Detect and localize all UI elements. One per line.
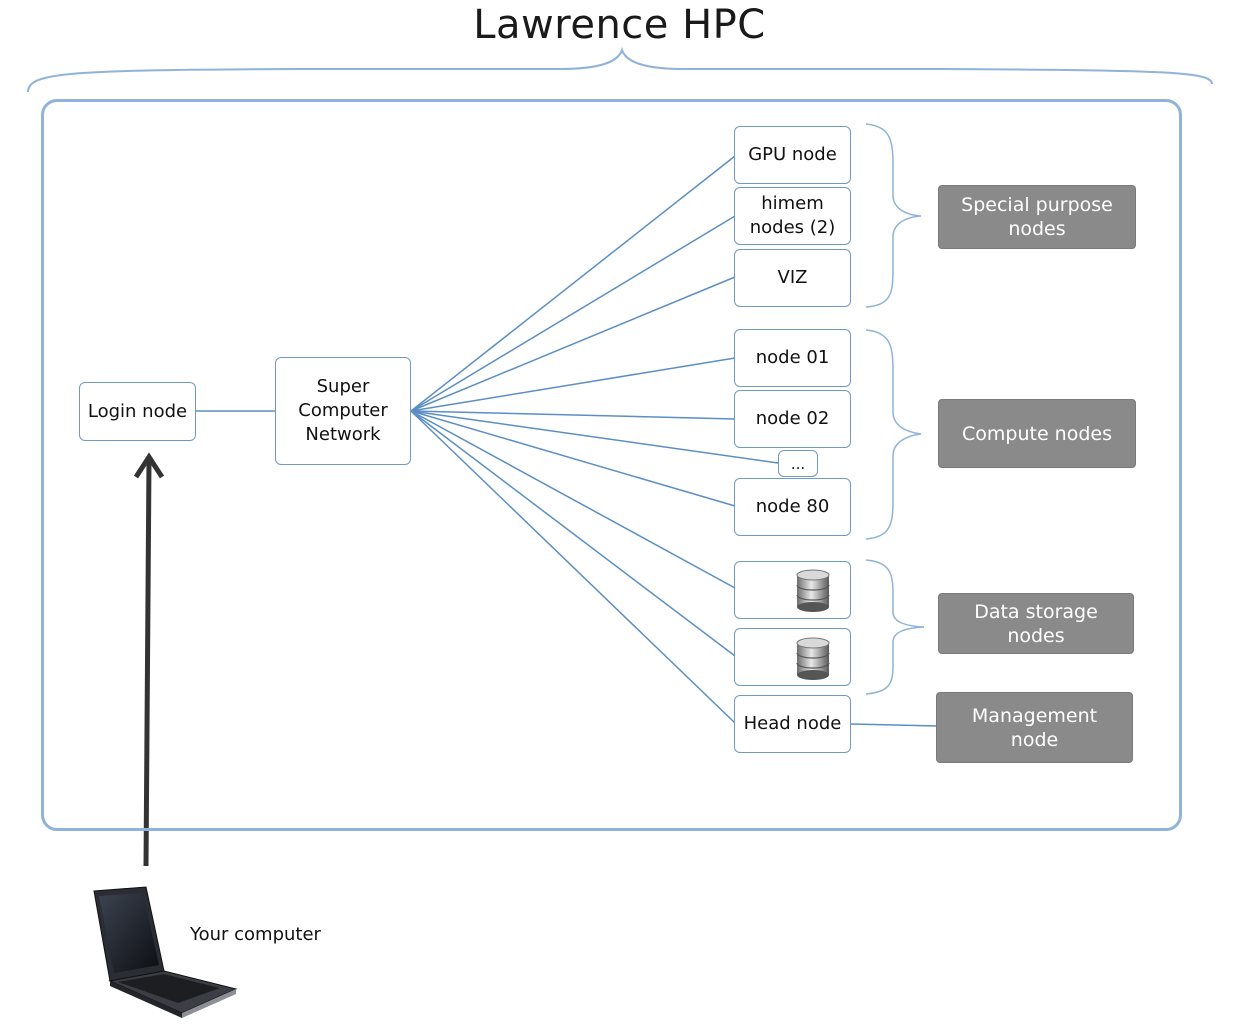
super-computer-network: Super Computer Network [275, 357, 411, 465]
your-computer-label: Your computer [190, 924, 321, 945]
link-storage-1 [410, 410, 736, 589]
link-node02 [410, 410, 736, 420]
laptop-icon [93, 886, 238, 1018]
gpu-node: GPU node [734, 126, 851, 184]
top-brace-icon [27, 46, 1213, 93]
compute-node-ellipsis: ... [778, 450, 818, 477]
storage-node-1 [734, 561, 851, 619]
group-management: Management node [936, 692, 1133, 763]
compute-node-01: node 01 [734, 329, 851, 387]
himem-nodes: himem nodes (2) [734, 187, 851, 245]
link-himem [410, 215, 736, 412]
brace-storage-icon [865, 559, 925, 695]
compute-node-02: node 02 [734, 390, 851, 448]
arrow-up-icon [133, 452, 165, 867]
link-node80 [410, 410, 736, 507]
storage-node-2 [734, 628, 851, 686]
brace-special-icon [865, 123, 922, 308]
diagram-title: Lawrence HPC [473, 2, 766, 48]
group-data-storage: Data storage nodes [938, 593, 1134, 654]
database-icon [796, 637, 830, 680]
group-special-purpose: Special purpose nodes [938, 185, 1136, 249]
viz-node: VIZ [734, 249, 851, 307]
link-viz [410, 276, 736, 412]
link-gpu [410, 155, 736, 412]
login-node: Login node [79, 382, 196, 441]
link-ellipsis [410, 410, 779, 464]
brace-compute-icon [865, 329, 922, 540]
cluster-frame [41, 99, 1182, 831]
database-icon [796, 569, 830, 612]
link-head [410, 410, 736, 724]
link-storage-2 [410, 410, 736, 657]
link-head-management [850, 723, 939, 727]
network-links [410, 155, 779, 724]
link-node01 [410, 357, 736, 412]
head-node: Head node [734, 695, 851, 753]
compute-node-80: node 80 [734, 478, 851, 536]
group-compute: Compute nodes [938, 399, 1136, 468]
